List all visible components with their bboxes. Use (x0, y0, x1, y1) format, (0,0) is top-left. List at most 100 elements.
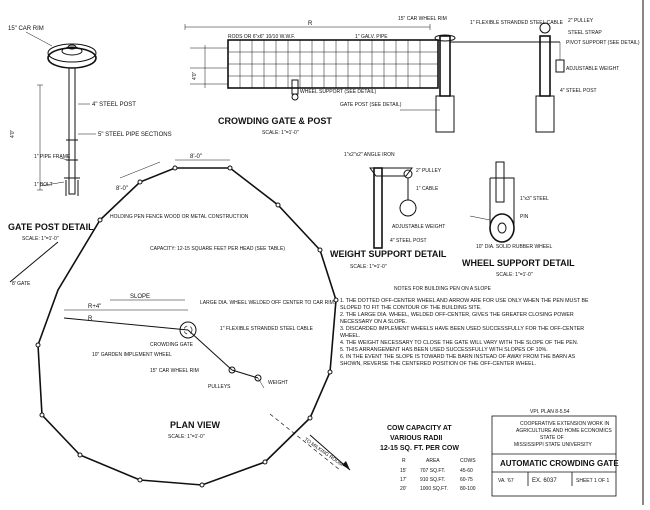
table-cell: 80-100 (460, 486, 476, 492)
weight-shape (399, 199, 417, 217)
label-wheel-support: WHEEL SUPPORT (SEE DETAIL) (300, 89, 377, 95)
adjustable-weight-shape (555, 59, 565, 73)
label-large-wheel: LARGE DIA. WHEEL WELDED OFF CENTER TO CA… (200, 300, 335, 306)
label-adjustable-weight-top: ADJUSTABLE WEIGHT (566, 66, 619, 72)
label-rods: RODS OR 6"x6" 10/10 W.W.F. (228, 34, 295, 40)
plan-view-scale: SCALE: 1"=1'-0" (168, 434, 205, 440)
label-car-wheel-rim-top: 15" CAR WHEEL RIM (398, 16, 447, 22)
label-galv-pipe: 1" GALV. PIPE (355, 34, 388, 40)
note-item: 3. DISCARDED IMPLEMENT WHEELS HAVE BEEN … (340, 326, 585, 339)
label-car-rim: 15" CAR RIM (8, 26, 44, 32)
crowding-gate-scale: SCALE: 1"=1'-0" (262, 130, 299, 136)
label-pulley-top: 2" PULLEY (568, 18, 594, 24)
label-weight-steel-post: 4" STEEL POST (390, 238, 427, 244)
label-flex-cable: 1" FLEXIBLE STRANDED STEEL CABLE (220, 326, 314, 332)
capacity-title-3: 12-15 SQ. FT. PER COW (380, 445, 459, 452)
drawing-state: VA. '67 (498, 478, 514, 484)
label-r-plus-4: R+4" (88, 304, 101, 310)
gate-mesh (228, 40, 438, 88)
gate-post-detail-title: GATE POST DETAIL (8, 222, 94, 232)
label-garden-wheel: 10" GARDEN IMPLEMENT WHEEL (92, 352, 172, 358)
label-slope: SLOPE (130, 294, 150, 300)
label-pen-fence: HOLDING PEN FENCE WOOD OR METAL CONSTRUC… (110, 214, 249, 220)
wheel-support-title: WHEEL SUPPORT DETAIL (462, 258, 575, 268)
label-steel-post-right: 4" STEEL POST (560, 88, 597, 94)
label-steel-post: 4" STEEL POST (92, 102, 136, 108)
table-cell: 20' (400, 486, 407, 492)
title-block-frame (491, 415, 617, 497)
label-pipe-sections: 5" STEEL PIPE SECTIONS (98, 132, 172, 138)
label-bolt: 1" BOLT (34, 182, 53, 188)
steel-post-shape (68, 67, 76, 195)
car-rim-shape (47, 47, 97, 69)
org-line-1: COOPERATIVE EXTENSION WORK IN (520, 421, 610, 427)
fence-posts (35, 165, 339, 488)
table-cell: 15' (400, 468, 407, 474)
off-center-wheel (179, 321, 197, 339)
label-wheel-pin: PIN (520, 214, 529, 220)
label-gate-height: 4'0" (192, 71, 198, 80)
weight-support-scale: SCALE: 1"=1'-0" (350, 264, 387, 270)
capacity-header-area: AREA (426, 458, 440, 464)
plan-view-title: PLAN VIEW (170, 420, 221, 430)
pivot-post-shape (539, 35, 551, 97)
notes-list: 1. THE DOTTED OFF-CENTER WHEEL AND ARROW… (340, 298, 598, 368)
label-capacity: CAPACITY: 12-15 SQUARE FEET PER HEAD (SE… (150, 246, 285, 252)
note-item: 2. THE LARGE DIA. WHEEL, WELDED OFF-CENT… (340, 312, 574, 325)
label-steel-strap: STEEL STRAP (568, 30, 602, 36)
wheel-support-scale: SCALE: 1"=1'-0" (496, 272, 533, 278)
label-pulleys: PULLEYS (208, 384, 231, 390)
gate-post-footing (435, 95, 455, 133)
label-rubber-wheel: 10" DIA. SOLID RUBBER WHEEL (476, 244, 552, 250)
capacity-header-r: R (402, 458, 406, 464)
gate-post-detail-scale: SCALE: 1"=1'-0" (22, 236, 59, 242)
sheet-number: SHEET 1 OF 1 (576, 478, 609, 484)
table-cell: 17' (400, 477, 407, 483)
crowding-gate-title: CROWDING GATE & POST (218, 116, 332, 126)
plan-number: VPI. PLAN 8-5.54 (530, 409, 570, 415)
gate-post-detail: 15" CAR RIM 4" STEEL POST 5" STEEL PIPE … (8, 26, 172, 242)
capacity-title-2: VARIOUS RADII (390, 435, 442, 442)
org-line-4: MISSISSIPPI STATE UNIVERSITY (514, 442, 593, 448)
weight-support-detail: 1"x2"x2" ANGLE IRON 2" PULLEY 1" CABLE A… (330, 152, 447, 270)
label-pivot-support: PIVOT SUPPORT (SEE DETAIL) (566, 40, 640, 46)
table-cell: 1000 SQ.FT. (420, 486, 448, 492)
ex-number: EX. 6037 (532, 478, 557, 484)
label-adjustable-weight: ADJUSTABLE WEIGHT (392, 224, 445, 230)
weight-post-shape (373, 167, 383, 249)
crowding-gate-elevation: R 4'0" (184, 16, 640, 136)
wheel-support-detail: 1"x3" STEEL PIN 10" DIA. SOLID RUBBER WH… (462, 161, 575, 278)
notes-section: NOTES FOR BUILDING PEN ON A SLOPE 1. THE… (340, 286, 598, 368)
notes-heading: NOTES FOR BUILDING PEN ON A SLOPE (394, 286, 492, 292)
table-cell: 707 SQ.FT. (420, 468, 445, 474)
label-r: R (88, 316, 93, 322)
note-item: 1. THE DOTTED OFF-CENTER WHEEL AND ARROW… (340, 298, 589, 311)
gate-post-shape (439, 35, 451, 97)
label-wheel-bolt: 1"x3" STEEL (520, 196, 549, 202)
wheel-support-shape (291, 79, 299, 95)
rubber-wheel-shape (489, 213, 515, 243)
label-to-milking-room: TO MILKING ROOM (303, 437, 344, 468)
crowding-gate-line (63, 317, 189, 331)
table-cell: 60-75 (460, 477, 473, 483)
drawing-title: AUTOMATIC CROWDING GATE (500, 459, 619, 468)
label-gate-post: GATE POST (SEE DETAIL) (340, 102, 402, 108)
label-weight: WEIGHT (268, 380, 288, 386)
label-flexible-cable-top: 1" FLEXIBLE STRANDED STEEL CABLE (470, 20, 564, 26)
gate-swing-line (9, 241, 59, 283)
plan-cable (187, 329, 233, 371)
label-top-dim: 8'-0" (190, 154, 202, 160)
weight-support-title: WEIGHT SUPPORT DETAIL (330, 249, 447, 259)
org-line-2: AGRICULTURE AND HOME ECONOMICS (516, 428, 612, 434)
note-item: 5. THIS ARRANGEMENT HAS BEEN USED SUCCES… (340, 347, 548, 353)
label-post-height: 4'0" (10, 129, 16, 138)
title-block: VPI. PLAN 8-5.54 COOPERATIVE EXTENSION W… (491, 409, 619, 497)
table-cell: 910 SQ.FT. (420, 477, 445, 483)
org-line-3: STATE OF (540, 435, 564, 441)
label-crowding-gate: CROWDING GATE (150, 342, 194, 348)
plan-view: 8'-0" 8'-0" SLOPE R+4" R LARGE DIA. WHEE… (9, 154, 351, 488)
capacity-table: COW CAPACITY AT VARIOUS RADII 12-15 SQ. … (380, 425, 476, 492)
label-angle-iron: 1"x2"x2" ANGLE IRON (344, 152, 395, 158)
